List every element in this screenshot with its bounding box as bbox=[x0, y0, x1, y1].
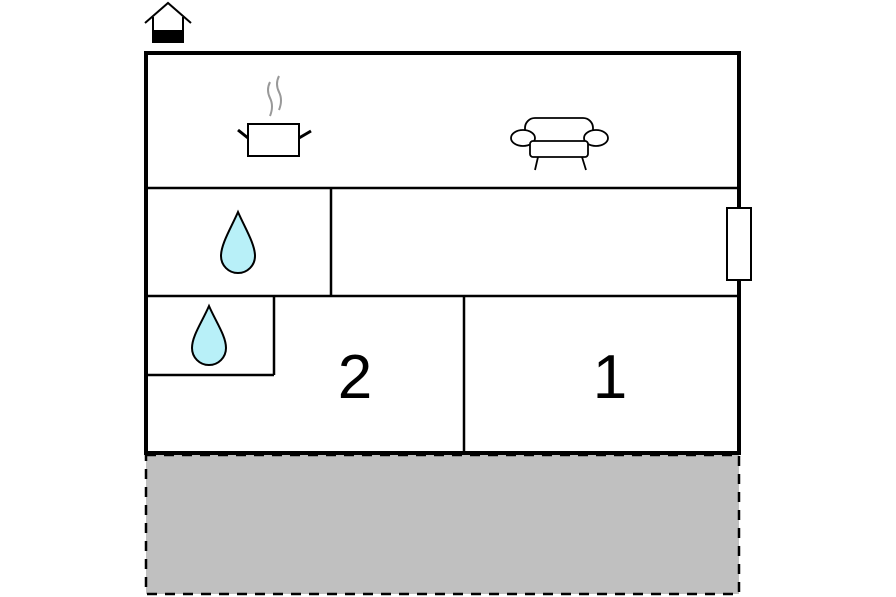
bathroom-water-drop-icon bbox=[219, 209, 257, 274]
room-number-1: 1 bbox=[593, 343, 627, 412]
terrace-area bbox=[144, 453, 741, 596]
house-entrance-icon bbox=[144, 1, 192, 43]
room-number-2: 2 bbox=[338, 343, 372, 412]
toilet-water-drop-icon bbox=[190, 303, 228, 366]
door-icon bbox=[726, 207, 752, 281]
sofa-icon bbox=[510, 117, 609, 171]
interior-walls bbox=[146, 186, 739, 453]
kitchen-pot-icon bbox=[237, 75, 312, 157]
